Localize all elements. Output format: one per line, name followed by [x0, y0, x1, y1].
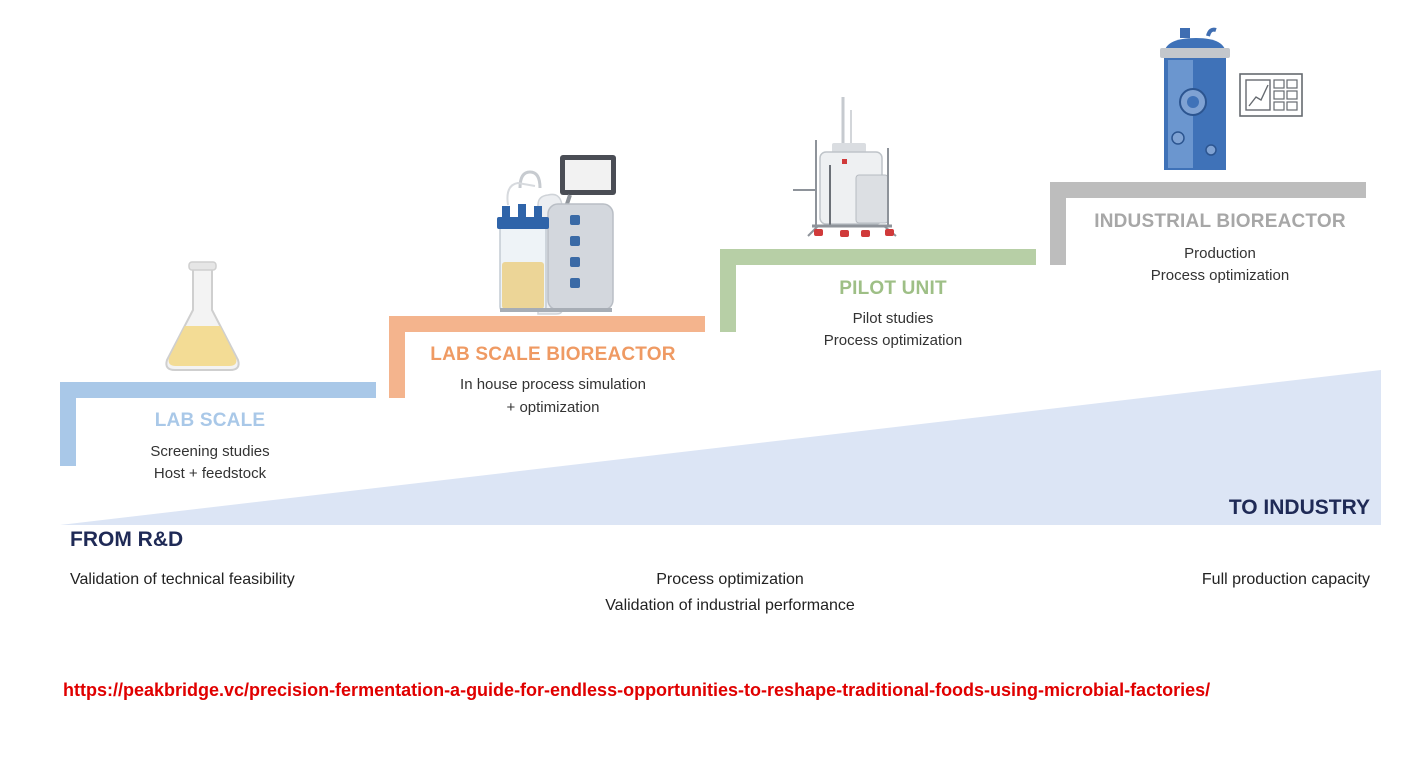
stage-line-pilot-unit-2: Process optimization: [823, 332, 963, 349]
stage-title-lab-bioreactor: LAB SCALE BIOREACTOR: [430, 344, 676, 365]
stage-line-lab-bioreactor-1: In house process simulation: [460, 376, 646, 393]
lab-bioreactor-icon: [497, 155, 616, 315]
bottom-center-text-2: Validation of industrial performance: [605, 597, 855, 614]
from-rd-label: FROM R&D: [70, 528, 184, 551]
stage-line-lab-scale-1: Screening studies: [150, 443, 270, 460]
industrial-bioreactor-icon: [1160, 27, 1303, 170]
bottom-left-text: Validation of technical feasibility: [70, 571, 295, 588]
stage-title-industrial: INDUSTRIAL BIOREACTOR: [1094, 211, 1346, 232]
pilot-unit-icon: [793, 97, 897, 237]
source-link[interactable]: https://peakbridge.vc/precision-fermenta…: [63, 680, 1211, 700]
stage-line-lab-bioreactor-2: + optimization: [506, 399, 600, 416]
stage-line-industrial-1: Production: [1184, 245, 1256, 262]
step-lab-bioreactor: [389, 316, 705, 398]
flask-icon: [165, 261, 240, 371]
stage-title-lab-scale: LAB SCALE: [154, 410, 266, 431]
bottom-center-text-1: Process optimization: [656, 571, 804, 588]
stage-line-pilot-unit-1: Pilot studies: [852, 310, 934, 327]
stage-line-lab-scale-2: Host + feedstock: [153, 465, 267, 482]
step-industrial: [1050, 182, 1366, 265]
step-pilot-unit: [720, 249, 1036, 332]
bottom-right-text: Full production capacity: [1201, 571, 1370, 588]
stage-title-pilot-unit: PILOT UNIT: [839, 278, 947, 299]
step-lab-scale: [60, 382, 376, 466]
scale-wedge: [60, 370, 1381, 525]
to-industry-label: TO INDUSTRY: [1228, 496, 1370, 519]
stage-line-industrial-2: Process optimization: [1150, 267, 1290, 284]
